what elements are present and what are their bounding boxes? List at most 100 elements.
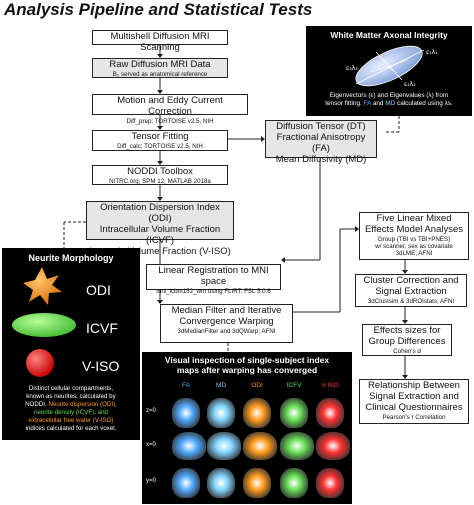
brain-map-icfv-3: [280, 468, 308, 498]
svg-text:ε₁λ₁: ε₁λ₁: [426, 49, 438, 56]
svg-text:ε₂λ₂: ε₂λ₂: [404, 81, 416, 88]
visual-inspection-panel: Visual inspection of single-subject inde…: [142, 352, 352, 504]
neurite-desc-3: NODDI.: [25, 401, 49, 409]
brain-map-v-iso-1: [316, 398, 344, 428]
column-header-md: MD: [215, 382, 227, 389]
noddi-indices-box: Orientation Dispersion Index (ODI) Intra…: [86, 201, 234, 257]
wm-fa-label: FA: [363, 100, 372, 107]
step-noddi-sub: NITRC.org; SPM 12, MATLAB 2018a: [109, 177, 211, 185]
step-tensor-fitting: Tensor Fitting Diff_calc; TORTOISE v2.5,…: [92, 130, 228, 151]
step-motion-title: Motion and Eddy Current Correction: [117, 95, 223, 117]
neurite-shapes: [12, 267, 76, 377]
step-registration-sub: mni_icbm152_wm using FLIRT; FSL 5.0.6: [156, 287, 271, 295]
step-effects-line1: Effects sizes for: [373, 325, 441, 336]
column-header-icfv: ICFV: [286, 382, 302, 389]
step-cluster-sub: 3dClustsim & 3dROIstats; AFNI: [367, 297, 455, 305]
step-registration-title: Linear Registration to MNI space: [158, 265, 269, 287]
column-header-v-iso: V-ISO: [321, 382, 339, 389]
neurite-desc-1: Distinct cellular compartments,: [28, 385, 114, 392]
brain-map-odi-2: [243, 432, 277, 460]
step-lme-sub3: 3dLME; AFNI: [395, 250, 433, 258]
step-relationship-line1: Relationship Between: [368, 380, 460, 391]
white-matter-panel: White Matter Axonal Integrity ε₁λ₁ ε₂λ₂ …: [306, 26, 472, 116]
viso-text: V-ISO: [82, 358, 120, 374]
step-lme: Five Linear Mixed Effects Model Analyses…: [359, 212, 469, 260]
md-label: Mean Diffusivity (MD): [275, 153, 367, 165]
neurite-desc-4: neurite density (ICVF), and: [34, 409, 108, 417]
tensor-indices-box: Diffusion Tensor (DT) Fractional Anisotr…: [265, 120, 377, 165]
dt-label: Diffusion Tensor (DT): [276, 121, 366, 132]
fa-label: Fractional Anisotropy (FA): [276, 131, 366, 154]
neurite-desc-5: extracellular free water (V-ISO): [28, 417, 114, 425]
wm-text-line2b: calculated using λs.: [395, 100, 453, 107]
brain-map-fa-2: [172, 432, 206, 460]
brain-map-md-1: [207, 398, 235, 428]
step-effect-sizes: Effects sizes for Group Differences Cohe…: [362, 324, 452, 356]
step-scanning: Multishell Diffusion MRI Scanning: [92, 30, 228, 53]
step-lme-line1: Five Linear Mixed: [376, 213, 452, 224]
icvf-label: Intracellular Volume Fraction (ICVF): [99, 223, 221, 246]
step-relationship-sub: Pearson's r Correlation: [382, 413, 446, 421]
step-motion-correction: Motion and Eddy Current Correction Diff_…: [92, 94, 248, 125]
brain-map-v-iso-2: [316, 432, 350, 460]
wm-text-line1: Eigenvectors (ε) and Eigenvalues (λ) fro…: [329, 92, 449, 99]
wm-and: and: [371, 100, 386, 107]
step-median-sub: 3dMedianFilter and 3dQWarp; AFNI: [177, 327, 276, 335]
step-effects-line2: Group Differences: [368, 335, 446, 347]
step-registration: Linear Registration to MNI space mni_icb…: [146, 264, 281, 295]
tensor-ellipsoid-icon: ε₁λ₁ ε₂λ₂ ε₃λ₃: [346, 45, 438, 88]
svg-text:ε₃λ₃: ε₃λ₃: [346, 65, 358, 72]
icvf-text: ICVF: [86, 320, 118, 336]
odi-text: ODI: [86, 282, 111, 298]
row-label-2: x=0: [146, 442, 156, 448]
brain-map-icfv-1: [280, 398, 308, 428]
neurite-description: Distinct cellular compartments, known as…: [2, 385, 140, 433]
row-label-1: z=0: [146, 408, 156, 414]
neurite-desc-2: known as neurites, calculated by: [26, 393, 116, 401]
neurite-morphology-panel: Neurite Morphology ODI ICVF V-ISO Distin…: [2, 248, 140, 440]
step-lme-sub1: Group (TBI vs TBI+PNES): [377, 235, 451, 243]
step-lme-sub2: w/ scanner, sex as covariate: [375, 242, 453, 250]
odi-label: Orientation Dispersion Index (ODI): [100, 202, 220, 224]
step-tensor-title: Tensor Fitting: [131, 131, 189, 142]
step-cluster-line1: Cluster Correction and: [363, 275, 459, 286]
brain-map-v-iso-3: [316, 468, 344, 498]
brain-map-md-2: [207, 432, 241, 460]
brain-map-odi-1: [243, 398, 271, 428]
brain-map-fa-3: [172, 468, 200, 498]
wm-md-label: MD: [385, 100, 396, 107]
page-title: Analysis Pipeline and Statistical Tests: [4, 0, 313, 19]
visual-title-2: maps after warping has converged: [176, 365, 318, 376]
step-noddi: NODDI Toolbox NITRC.org; SPM 12, MATLAB …: [92, 165, 228, 185]
step-noddi-title: NODDI Toolbox: [127, 166, 193, 177]
step-median-warp: Median Filter and Iterative Convergence …: [160, 304, 293, 343]
step-median-line2: Convergence Warping: [179, 315, 274, 327]
step-cluster: Cluster Correction and Signal Extraction…: [355, 274, 467, 307]
step-cluster-line2: Signal Extraction: [375, 285, 447, 297]
neurite-title: Neurite Morphology: [28, 253, 114, 263]
viso-label: Isotropic Volume Fraction (V-ISO): [89, 245, 231, 257]
brain-map-md-3: [207, 468, 235, 498]
step-median-line1: Median Filter and Iterative: [171, 305, 282, 316]
step-lme-line2: Effects Model Analyses: [364, 223, 464, 235]
brain-map-icfv-2: [280, 432, 314, 460]
wm-text-line2a: tensor fitting.: [325, 100, 364, 107]
step-motion-sub: Diff_prep; TORTOISE v2.5, NIH: [126, 117, 214, 125]
step-tensor-sub: Diff_calc; TORTOISE v2.5, NIH: [117, 142, 203, 150]
step-relationship: Relationship Between Signal Extraction a…: [359, 379, 469, 424]
step-scanning-title: Multishell Diffusion MRI Scanning: [110, 31, 210, 53]
row-label-3: y=0: [146, 478, 156, 484]
brain-map-fa-1: [172, 398, 200, 428]
column-header-fa: FA: [182, 382, 190, 389]
step-raw-data: Raw Diffusion MRI Data B₀ served as anat…: [92, 58, 228, 78]
odi-star-icon: [23, 267, 62, 305]
viso-sphere-icon: [26, 349, 54, 377]
icvf-cylinder-icon: [12, 313, 76, 337]
step-raw-data-title: Raw Diffusion MRI Data: [109, 59, 211, 70]
neurite-desc-6: indices calculated for each voxel.: [25, 425, 117, 433]
brain-map-odi-3: [243, 468, 271, 498]
visual-title-1: Visual inspection of single-subject inde…: [164, 355, 330, 365]
step-relationship-line3: Clinical Questionnaires: [365, 401, 463, 413]
step-effects-sub: Cohen's d: [393, 347, 421, 355]
